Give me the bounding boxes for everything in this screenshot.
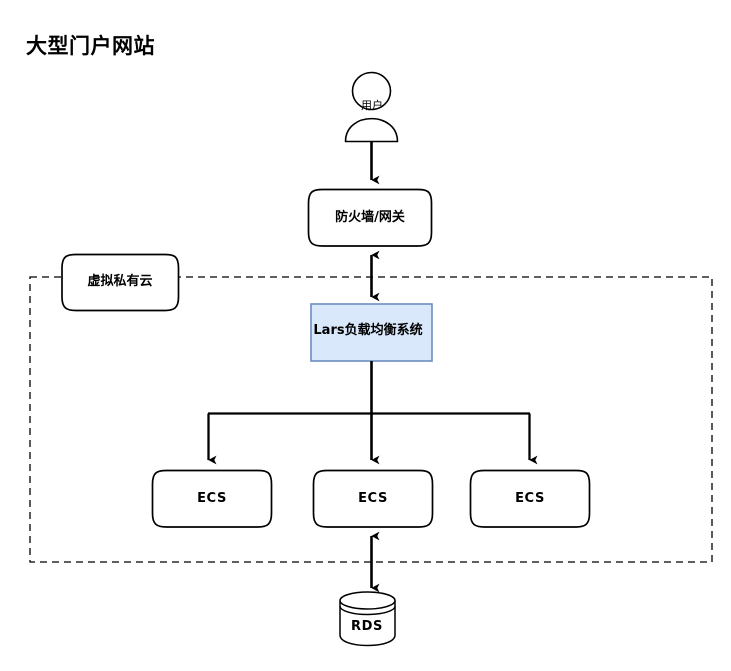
node-rds-label: RDS <box>351 619 383 634</box>
node-firewall-label: 防火墙/网关 <box>335 210 405 225</box>
node-vpc-label: 虚拟私有云 <box>87 274 153 289</box>
node-ecs-3-label: ECS <box>515 491 545 506</box>
node-lars-label: Lars负载均衡系统 <box>313 323 423 338</box>
node-vpc-label-box[interactable] <box>61 253 180 312</box>
node-lars-load-balancer[interactable] <box>310 303 433 362</box>
node-user-label: 用户 <box>361 99 383 112</box>
edge-lars-to-ecs-group <box>207 361 538 465</box>
vpc-boundary <box>29 276 713 563</box>
node-ecs-1[interactable] <box>151 469 273 528</box>
node-rds[interactable] <box>339 591 396 647</box>
node-ecs-2[interactable] <box>312 469 434 528</box>
node-ecs-2-label: ECS <box>358 491 388 506</box>
node-user[interactable] <box>344 71 399 143</box>
page-title: 大型门户网站 <box>26 34 155 58</box>
node-ecs-3[interactable] <box>469 469 591 528</box>
node-ecs-1-label: ECS <box>197 491 227 506</box>
node-firewall[interactable] <box>307 188 433 247</box>
